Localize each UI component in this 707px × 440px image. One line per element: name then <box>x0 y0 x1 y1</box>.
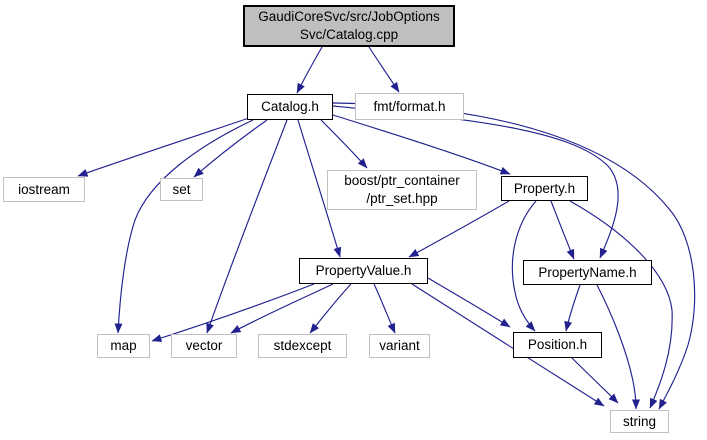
edge-propertyname_h-to-string <box>596 284 640 410</box>
edge-catalog_h-to-vector <box>206 119 288 334</box>
edge-catalog_h-to-string <box>332 102 696 410</box>
edge-catalog_h-to-boost_ptr_set <box>320 119 368 169</box>
node-boost-ptr-set-hpp: boost/ptr_container /ptr_set.hpp <box>327 170 477 210</box>
node-propertyvalue-h[interactable]: PropertyValue.h <box>299 258 428 284</box>
edge-catalog_cpp-to-catalog_h <box>296 46 323 94</box>
edge-catalog_cpp-to-fmt_format_h <box>368 46 400 93</box>
node-position-h-label: Position.h <box>527 337 588 353</box>
edge-propertyname_h-to-position_h <box>564 284 581 332</box>
node-position-h[interactable]: Position.h <box>513 332 602 358</box>
node-fmt-format-h: fmt/format.h <box>355 93 464 120</box>
node-map: map <box>97 334 150 358</box>
node-variant-label: variant <box>379 338 420 354</box>
node-stdexcept: stdexcept <box>258 334 347 358</box>
node-fmt-format-h-label: fmt/format.h <box>373 98 446 114</box>
edge-propertyvalue_h-to-variant <box>373 283 396 334</box>
node-stdexcept-label: stdexcept <box>273 338 332 354</box>
node-catalog-h[interactable]: Catalog.h <box>247 94 333 120</box>
node-string: string <box>610 410 669 433</box>
edge-catalog_h-to-set <box>193 119 268 178</box>
node-property-h[interactable]: Property.h <box>501 176 588 201</box>
edge-property_h-to-propertyvalue_h <box>408 200 510 258</box>
edge-catalog_h-to-iostream <box>77 117 250 177</box>
edge-property_h-to-position_h <box>511 200 537 332</box>
node-boost-ptr-set-hpp-label: boost/ptr_container /ptr_set.hpp <box>344 173 460 206</box>
node-propertyname-h[interactable]: PropertyName.h <box>523 260 652 285</box>
edge-propertyvalue_h-to-stdexcept <box>309 283 352 334</box>
node-vector: vector <box>171 334 237 358</box>
edge-catalog_h-to-map <box>114 119 254 334</box>
node-iostream: iostream <box>3 177 85 202</box>
edge-propertyvalue_h-to-vector <box>230 283 334 334</box>
edges <box>77 46 696 410</box>
edge-position_h-to-string <box>571 357 619 404</box>
node-map-label: map <box>110 338 137 354</box>
edge-property_h-to-propertyname_h <box>550 200 575 260</box>
node-property-h-label: Property.h <box>513 180 576 196</box>
node-set-label: set <box>172 181 191 197</box>
node-set: set <box>160 178 203 201</box>
node-propertyname-h-label: PropertyName.h <box>538 264 637 280</box>
edge-propertyvalue_h-to-map <box>151 283 315 342</box>
edge-propertyvalue_h-to-position_h <box>427 277 511 328</box>
node-string-label: string <box>622 413 656 429</box>
node-catalog-cpp-label: GaudiCoreSvc/src/JobOptions Svc/Catalog.… <box>258 9 440 42</box>
node-propertyvalue-h-label: PropertyValue.h <box>315 263 412 279</box>
node-variant: variant <box>369 334 430 358</box>
node-iostream-label: iostream <box>18 181 70 197</box>
node-catalog-cpp: GaudiCoreSvc/src/JobOptions Svc/Catalog.… <box>243 5 455 47</box>
node-vector-label: vector <box>185 338 223 354</box>
edge-catalog_h-to-propertyvalue_h <box>297 119 342 258</box>
edge-propertyvalue_h-to-string <box>411 283 605 407</box>
edge-catalog_h-to-property_h <box>332 114 511 175</box>
node-catalog-h-label: Catalog.h <box>261 99 319 115</box>
edge-property_h-to-string <box>569 200 673 409</box>
